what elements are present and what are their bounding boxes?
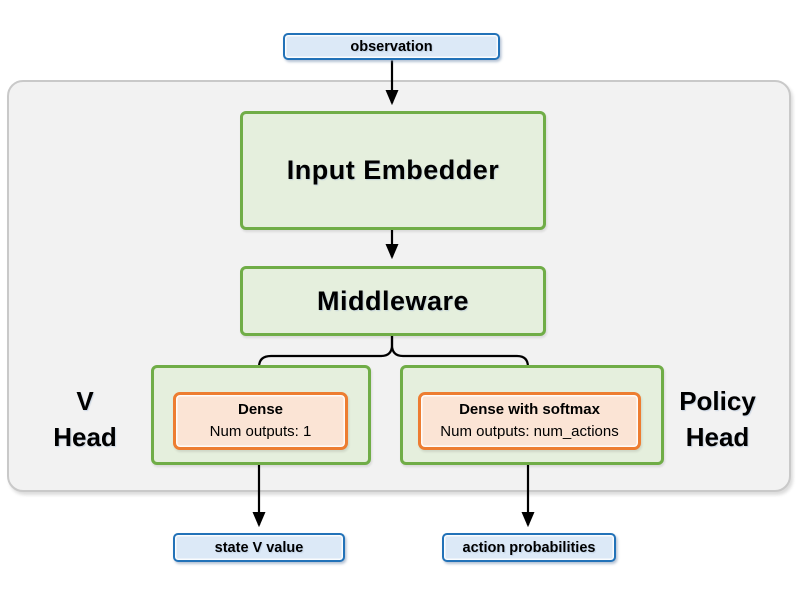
label-v-head: V Head <box>53 386 117 452</box>
node-state-v-value: state V value <box>173 533 345 562</box>
node-middleware: Middleware <box>240 266 546 336</box>
node-dense-policy-subtitle: Num outputs: num_actions <box>440 423 619 440</box>
node-state-v-value-label: state V value <box>214 539 304 556</box>
node-input-embedder-label: Input Embedder <box>286 155 500 185</box>
node-input-embedder: Input Embedder <box>240 111 546 230</box>
label-policy-head: Policy Head <box>679 386 756 452</box>
node-dense-policy-title: Dense with softmax <box>459 401 600 419</box>
node-dense-v-subtitle: Num outputs: 1 <box>209 423 312 440</box>
node-observation: observation <box>283 33 500 60</box>
node-action-probabilities: action probabilities <box>442 533 616 562</box>
node-middleware-label: Middleware <box>316 285 470 316</box>
node-dense-v-title: Dense <box>237 401 284 419</box>
node-action-probabilities-label: action probabilities <box>462 539 596 556</box>
node-dense-v: Dense Num outputs: 1 <box>173 392 348 450</box>
node-observation-label: observation <box>350 38 433 55</box>
node-dense-policy: Dense with softmax Num outputs: num_acti… <box>418 392 641 450</box>
